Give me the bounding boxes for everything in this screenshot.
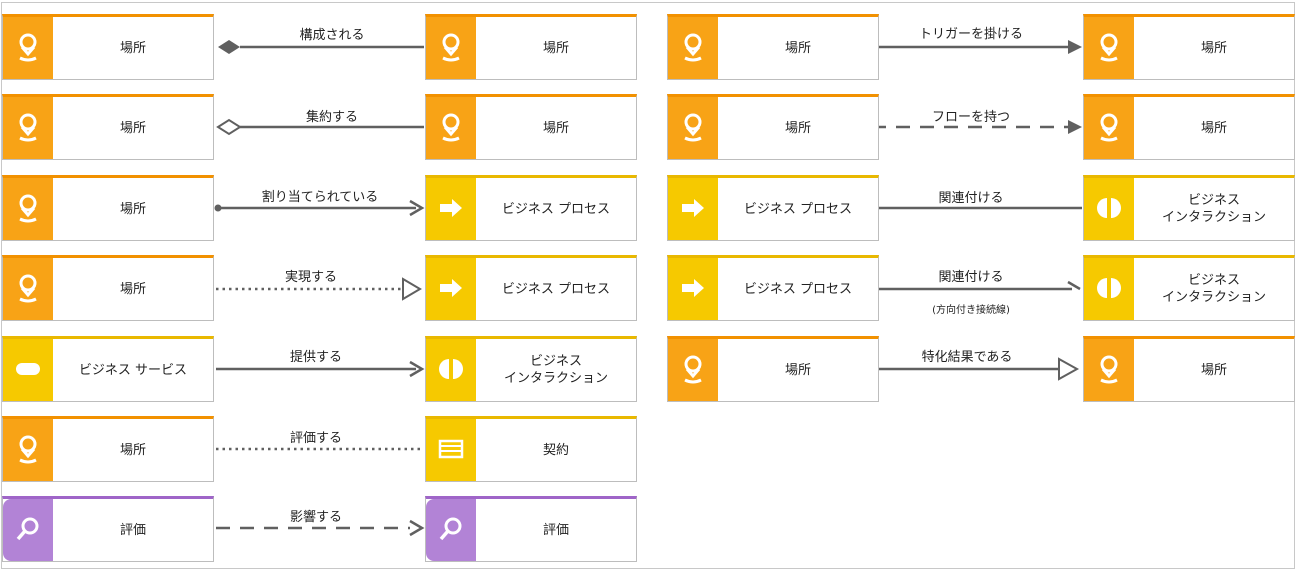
contract-icon	[438, 439, 464, 459]
arrow-right-icon	[440, 199, 462, 217]
element-label: ビジネス プロセス	[501, 281, 611, 297]
element-label: ビジネス インタラクション	[1161, 193, 1266, 225]
element-label: 場所	[119, 40, 146, 56]
element-location[interactable]: 場所	[667, 14, 879, 80]
element-label: ビジネス インタラクション	[503, 354, 608, 386]
location-pin-icon	[1100, 113, 1118, 142]
relation-label-composed: 構成される	[299, 28, 365, 43]
arrow-filled-marker	[1068, 40, 1082, 54]
magnifier-icon	[439, 517, 462, 541]
relation-label-associates-directed: 関連付ける	[938, 270, 1004, 285]
relation-label-specializes: 特化結果である	[921, 350, 1013, 365]
element-location[interactable]: 場所	[2, 94, 214, 160]
element-label: 場所	[1200, 40, 1227, 56]
element-location[interactable]: 場所	[2, 175, 214, 241]
element-label: ビジネス プロセス	[501, 201, 611, 217]
location-pin-icon	[1100, 33, 1118, 62]
element-label: 場所	[784, 40, 811, 56]
triangle-hollow-marker	[402, 277, 422, 301]
relation-label-assigned: 割り当てられている	[261, 190, 379, 205]
element-location[interactable]: 場所	[425, 94, 637, 160]
element-location[interactable]: 場所	[1083, 336, 1295, 402]
location-pin-icon	[684, 33, 702, 62]
relation-note-directed: (方向付き接続線)	[932, 305, 1010, 316]
element-location[interactable]: 場所	[667, 94, 879, 160]
relation-label-flow: フローを持つ	[931, 110, 1010, 125]
element-label: 評価	[119, 522, 146, 538]
location-pin-icon	[19, 113, 37, 142]
location-pin-icon	[442, 33, 460, 62]
element-label: 場所	[119, 201, 146, 217]
split-circle-icon	[1097, 278, 1121, 298]
element-location[interactable]: 場所	[667, 336, 879, 402]
element-label: 場所	[119, 120, 146, 136]
split-circle-icon	[439, 359, 463, 379]
element-label: 場所	[542, 40, 569, 56]
location-pin-icon	[19, 435, 37, 464]
element-location[interactable]: 場所	[2, 14, 214, 80]
element-location[interactable]: 場所	[1083, 94, 1295, 160]
dot-marker	[214, 204, 222, 212]
location-pin-icon	[442, 113, 460, 142]
element-label: 場所	[784, 362, 811, 378]
relation-label-associates: 関連付ける	[938, 191, 1004, 206]
arrow-filled-marker	[1068, 120, 1082, 134]
arrow-right-icon	[440, 279, 462, 297]
location-pin-icon	[684, 113, 702, 142]
element-label: 場所	[119, 442, 146, 458]
location-pin-icon	[19, 33, 37, 62]
split-circle-icon	[1097, 198, 1121, 218]
element-contract[interactable]: 契約	[425, 416, 637, 482]
arrow-half-marker	[1067, 280, 1081, 291]
element-label: 場所	[1200, 362, 1227, 378]
element-location[interactable]: 場所	[1083, 14, 1295, 80]
relation-label-influences: 影響する	[289, 510, 342, 525]
magnifier-icon	[16, 517, 39, 541]
relation-label-triggers: トリガーを掛ける	[918, 27, 1023, 42]
element-label: ビジネス プロセス	[743, 281, 853, 297]
element-label: 契約	[542, 442, 569, 458]
pill-icon	[16, 363, 40, 375]
element-assessment[interactable]: 評価	[2, 496, 214, 562]
element-location[interactable]: 場所	[425, 14, 637, 80]
element-business-process[interactable]: ビジネス プロセス	[425, 175, 637, 241]
element-business-interaction[interactable]: ビジネス インタラクション	[1083, 175, 1295, 241]
relation-label-serves: 提供する	[289, 350, 342, 365]
arrow-right-icon	[682, 199, 704, 217]
element-label: 場所	[542, 120, 569, 136]
element-business-service[interactable]: ビジネス サービス	[2, 336, 214, 402]
location-pin-icon	[1100, 355, 1118, 384]
element-business-process[interactable]: ビジネス プロセス	[667, 255, 879, 321]
element-label: ビジネス インタラクション	[1161, 273, 1266, 305]
element-label: 場所	[784, 120, 811, 136]
element-location[interactable]: 場所	[2, 255, 214, 321]
element-label: ビジネス サービス	[78, 362, 188, 378]
arrow-right-icon	[682, 279, 704, 297]
element-business-process[interactable]: ビジネス プロセス	[425, 255, 637, 321]
diamond-hollow-marker	[216, 118, 242, 136]
element-business-interaction[interactable]: ビジネス インタラクション	[425, 336, 637, 402]
element-location[interactable]: 場所	[2, 416, 214, 482]
relation-label-aggregates: 集約する	[305, 110, 358, 125]
location-pin-icon	[19, 194, 37, 223]
arrow-open-marker	[409, 199, 425, 217]
location-pin-icon	[684, 355, 702, 384]
element-label: 評価	[542, 522, 569, 538]
element-label: 場所	[119, 281, 146, 297]
triangle-hollow-marker	[1058, 357, 1080, 381]
relation-label-realizes: 実現する	[284, 270, 337, 285]
element-business-process[interactable]: ビジネス プロセス	[667, 175, 879, 241]
element-assessment[interactable]: 評価	[425, 496, 637, 562]
location-pin-icon	[19, 274, 37, 303]
element-label: ビジネス プロセス	[743, 201, 853, 217]
arrow-open-marker	[409, 519, 425, 537]
relation-label-accesses: 評価する	[289, 431, 342, 446]
arrow-open-marker	[409, 360, 425, 378]
element-business-interaction[interactable]: ビジネス インタラクション	[1083, 255, 1295, 321]
element-label: 場所	[1200, 120, 1227, 136]
diamond-filled-marker	[218, 40, 240, 54]
